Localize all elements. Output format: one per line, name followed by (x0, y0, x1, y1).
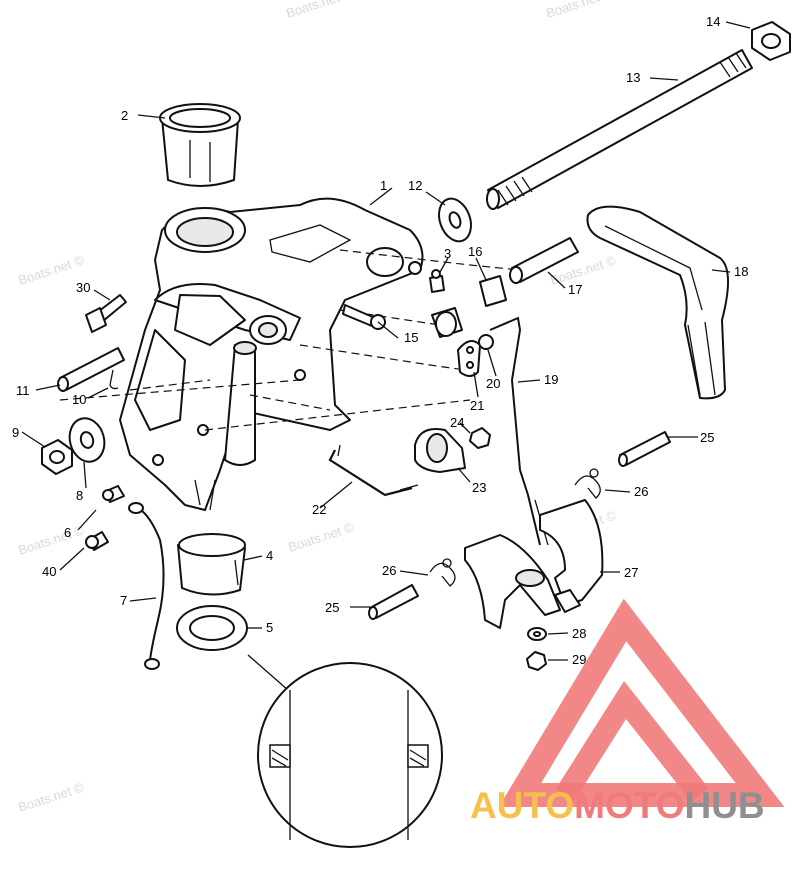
watermark: Boats.net © (544, 0, 614, 21)
callout-1: 1 (380, 178, 387, 193)
pin-17 (509, 237, 579, 284)
callout-19: 19 (544, 372, 558, 387)
cam-23 (414, 428, 466, 473)
watermark: Boats.net © (286, 519, 356, 554)
callout-9: 9 (12, 425, 19, 440)
pin-25 (368, 584, 419, 620)
pin-25 (618, 431, 671, 467)
callout-12: 12 (408, 178, 422, 193)
washer-8 (68, 417, 106, 463)
logo-mark (498, 598, 785, 807)
svg-text:AUTOMOTOHUB: AUTOMOTOHUB (470, 785, 765, 826)
callout-15: 15 (404, 330, 418, 345)
nut-9 (41, 439, 73, 475)
callout-26a: 26 (634, 484, 648, 499)
grease-fitting-3 (429, 269, 445, 293)
spring-26 (429, 558, 456, 587)
washer-12 (438, 197, 472, 243)
nut-29 (526, 651, 547, 671)
callout-26b: 26 (382, 563, 396, 578)
seal-5 (176, 605, 248, 651)
callout-16: 16 (468, 244, 482, 259)
watermark: Boats.net © (16, 522, 86, 557)
callout-22: 22 (312, 502, 326, 517)
callout-3: 3 (444, 246, 451, 261)
nut-28 (527, 627, 547, 641)
callout-18: 18 (734, 264, 748, 279)
screw-30 (85, 294, 127, 333)
callout-labels: 1 2 3 4 5 6 7 8 9 10 11 12 13 14 15 16 1… (12, 14, 748, 667)
logo-text-moto: MOTO (574, 785, 684, 826)
nut-20 (478, 334, 494, 350)
cotter-pin-10 (109, 369, 119, 390)
spring-26 (574, 468, 601, 499)
callout-23: 23 (472, 480, 486, 495)
callout-25b: 25 (325, 600, 339, 615)
callout-11: 11 (16, 383, 30, 398)
nut-24 (469, 427, 491, 449)
screw-40 (85, 531, 109, 551)
swivel-bracket-1 (119, 197, 424, 511)
callout-2: 2 (121, 108, 128, 123)
callout-5: 5 (266, 620, 273, 635)
stud-13 (486, 49, 753, 210)
callout-10: 10 (72, 392, 86, 407)
callout-25a: 25 (700, 430, 714, 445)
clamp-27 (464, 499, 604, 629)
callout-6: 6 (64, 525, 71, 540)
pin-11 (57, 347, 125, 392)
callout-24: 24 (450, 415, 464, 430)
callout-30: 30 (76, 280, 90, 295)
plate-21 (457, 340, 481, 377)
lever-18 (586, 205, 730, 400)
callout-20: 20 (486, 376, 500, 391)
callout-7: 7 (120, 593, 127, 608)
ground-strap-7 (128, 502, 165, 670)
bushing-16 (431, 275, 507, 338)
callout-17: 17 (568, 282, 582, 297)
callout-4: 4 (266, 548, 273, 563)
callout-8: 8 (76, 488, 83, 503)
screw-6 (102, 485, 125, 503)
rod-19 (489, 316, 549, 546)
callout-27: 27 (624, 565, 638, 580)
callout-40: 40 (42, 564, 56, 579)
leader-lines (21, 21, 751, 661)
automotohub-logo: AUTOMOTOHUB (470, 785, 765, 826)
logo-text-auto: AUTO (470, 785, 574, 826)
callout-28: 28 (572, 626, 586, 641)
rod-22 (328, 444, 419, 497)
callout-21: 21 (470, 398, 484, 413)
callout-13: 13 (626, 70, 640, 85)
watermark: Boats.net © (16, 779, 86, 814)
bolt-15 (342, 304, 386, 330)
watermark: Boats.net © (284, 0, 354, 21)
callout-14: 14 (706, 14, 720, 29)
logo-text-hub: HUB (684, 785, 764, 826)
callout-29: 29 (572, 652, 586, 667)
nut-14 (751, 21, 791, 61)
detail-view (247, 654, 443, 848)
bushing-2 (159, 103, 241, 187)
assembly-lines (59, 249, 521, 431)
bushing-4 (177, 533, 246, 596)
